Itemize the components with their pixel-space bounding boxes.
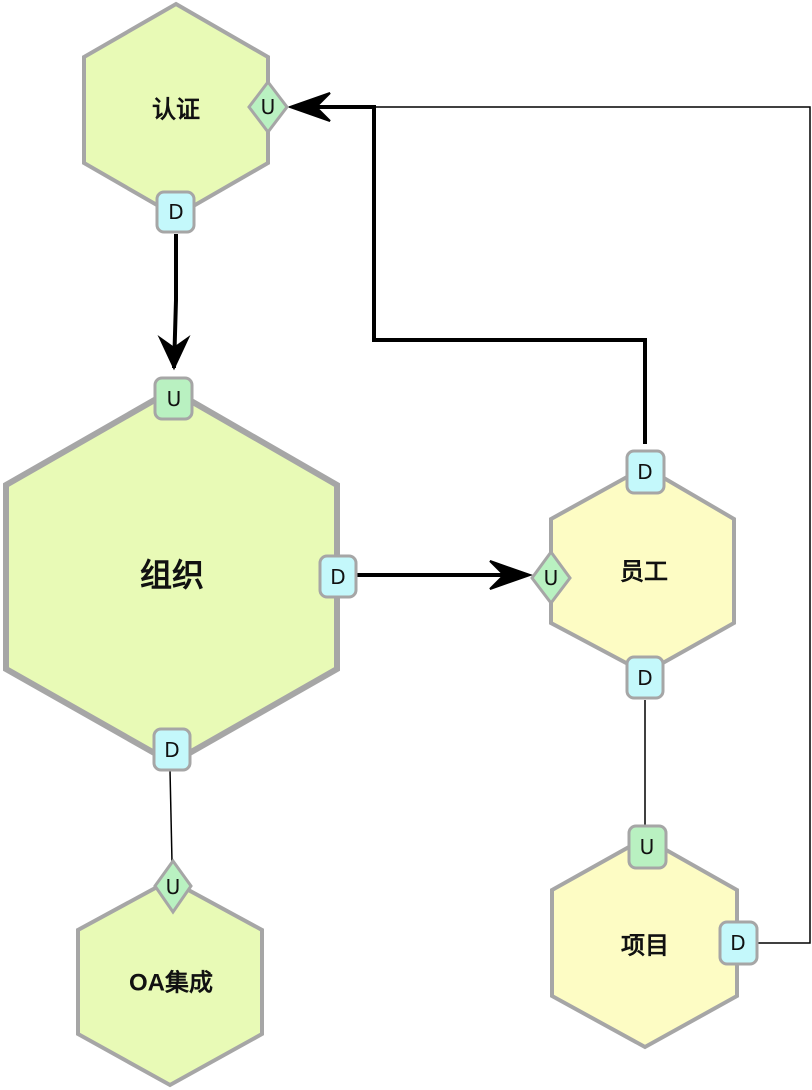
project-label: 项目 (621, 933, 669, 960)
staff-port-d-top-label: D (637, 460, 652, 484)
project-port-d-label: D (730, 931, 745, 955)
org-port-d-right-box (318, 554, 358, 599)
project-port-u-box (627, 824, 668, 870)
org-port-u-box (153, 376, 194, 421)
auth-port-u-label: U (261, 95, 276, 119)
auth-port-d-label: D (168, 200, 183, 224)
edge-staff-to-auth-arrowhead (286, 92, 331, 122)
node-auth[interactable]: 认证 (82, 1, 270, 219)
oa-hexagon (76, 877, 264, 1088)
org-port-d-bottom[interactable]: D (152, 727, 192, 772)
staff-port-d-top-box (625, 449, 666, 495)
project-port-d[interactable]: D (718, 920, 759, 966)
edge-auth-to-org-arrowhead (157, 334, 191, 371)
node-oa[interactable]: OA集成 (76, 877, 264, 1088)
org-port-d-bottom-box (152, 727, 192, 772)
oa-label: OA集成 (129, 969, 213, 997)
edge-project-to-auth[interactable] (374, 106, 811, 944)
auth-port-u[interactable]: U (247, 79, 289, 135)
node-org[interactable]: 组织 (2, 386, 340, 767)
auth-port-u-diamond (247, 79, 289, 135)
staff-port-u-diamond (530, 549, 572, 606)
org-port-d-right[interactable]: D (318, 554, 358, 599)
staff-port-d-top[interactable]: D (625, 449, 666, 495)
staff-port-d-bottom-label: D (637, 666, 652, 690)
oa-port-u-diamond (153, 858, 193, 915)
auth-label: 认证 (152, 97, 200, 124)
org-label: 组织 (140, 557, 204, 593)
oa-port-u-label: U (166, 875, 181, 899)
org-port-d-bottom-label: D (164, 738, 179, 762)
oa-port-u[interactable]: U (153, 858, 193, 915)
project-port-u[interactable]: U (627, 824, 668, 870)
node-project[interactable]: 项目 (550, 835, 739, 1050)
auth-port-d[interactable]: D (155, 190, 196, 234)
edge-staff-to-auth[interactable] (300, 105, 647, 444)
auth-port-d-box (155, 190, 196, 234)
staff-port-d-bottom-box (625, 655, 665, 700)
staff-port-u[interactable]: U (530, 549, 572, 606)
org-port-d-right-label: D (330, 565, 345, 589)
project-hexagon (550, 835, 739, 1050)
edge-org-to-staff-arrowhead (489, 560, 534, 590)
org-port-u-label: U (167, 387, 182, 411)
project-port-u-label: U (640, 835, 655, 859)
edge-org-to-oa[interactable] (169, 769, 173, 863)
staff-port-u-label: U (544, 566, 559, 590)
staff-port-d-bottom[interactable]: D (625, 655, 665, 700)
connectors (157, 92, 811, 944)
project-port-d-box (718, 920, 759, 966)
staff-label: 员工 (620, 559, 668, 586)
org-port-u[interactable]: U (153, 376, 194, 421)
node-staff[interactable]: 员工 (549, 464, 736, 676)
